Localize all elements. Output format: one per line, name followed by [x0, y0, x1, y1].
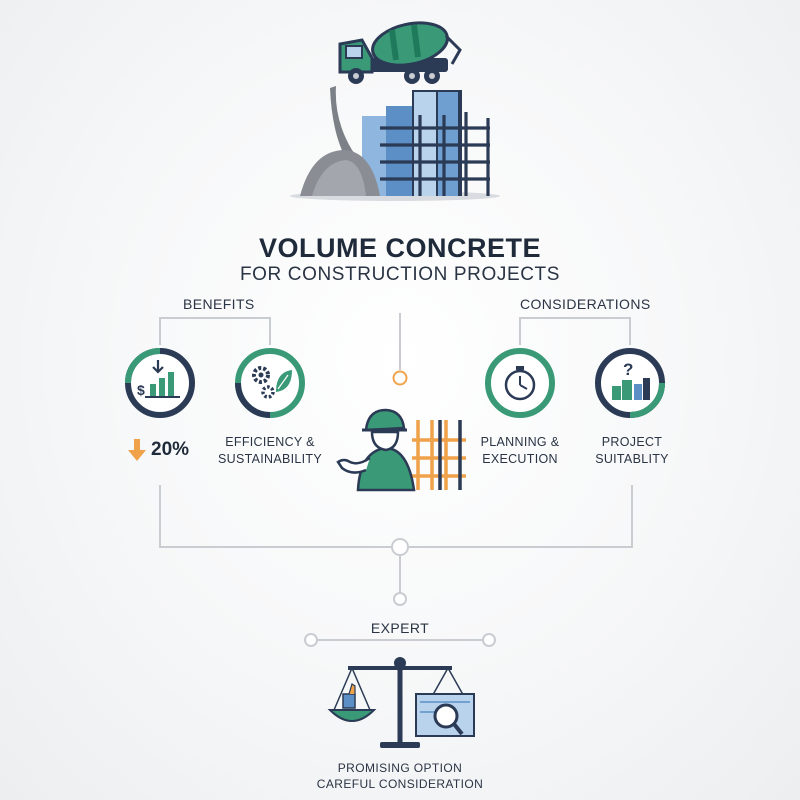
stopwatch-icon [485, 348, 555, 418]
suitability-caption: PROJECT SUITABLITY [580, 434, 684, 468]
expert-label: EXPERT [370, 620, 430, 636]
arrow-down-icon [128, 439, 146, 461]
suitability-caption-line1: PROJECT [601, 435, 663, 449]
cost-savings-chart-icon: $ [125, 348, 195, 418]
efficiency-caption-line1: EFFICIENCY & [225, 435, 315, 449]
footer-line2: CAREFUL CONSIDERATION [316, 777, 484, 791]
question-buildings-icon: ? [595, 348, 665, 418]
concrete-mixer-building-illustration [290, 21, 500, 201]
expert-node [393, 592, 407, 606]
planning-caption: PLANNING & EXECUTION [468, 434, 572, 468]
planning-caption-line2: EXECUTION [482, 452, 558, 466]
page-subtitle: FOR CONSTRUCTION PROJECTS [239, 264, 561, 285]
benefits-label: BENEFITS [183, 296, 255, 312]
junction-node [391, 538, 409, 556]
center-node [392, 370, 408, 386]
stat-value: 20% [151, 439, 190, 460]
planning-caption-line1: PLANNING & [480, 435, 560, 449]
svg-text:$: $ [137, 382, 145, 398]
expert-right-node [482, 633, 496, 647]
svg-text:?: ? [623, 360, 633, 379]
cost-savings-stat: 20% [127, 438, 189, 462]
construction-worker-illustration [336, 408, 466, 492]
connector-lines [159, 313, 633, 641]
footer: PROMISING OPTION CAREFUL CONSIDERATION [0, 760, 800, 792]
expert-left-node [304, 633, 318, 647]
footer-line1: PROMISING OPTION [337, 761, 463, 775]
efficiency-caption: EFFICIENCY & SUSTAINABILITY [215, 434, 325, 468]
efficiency-caption-line2: SUSTAINABILITY [218, 452, 322, 466]
page-title: VOLUME CONCRETE [258, 233, 541, 263]
balance-scale-illustration [327, 657, 475, 748]
gears-leaf-icon [235, 348, 305, 418]
suitability-caption-line2: SUITABLITY [595, 452, 669, 466]
mixer-truck [338, 21, 462, 84]
considerations-label: CONSIDERATIONS [520, 296, 651, 312]
